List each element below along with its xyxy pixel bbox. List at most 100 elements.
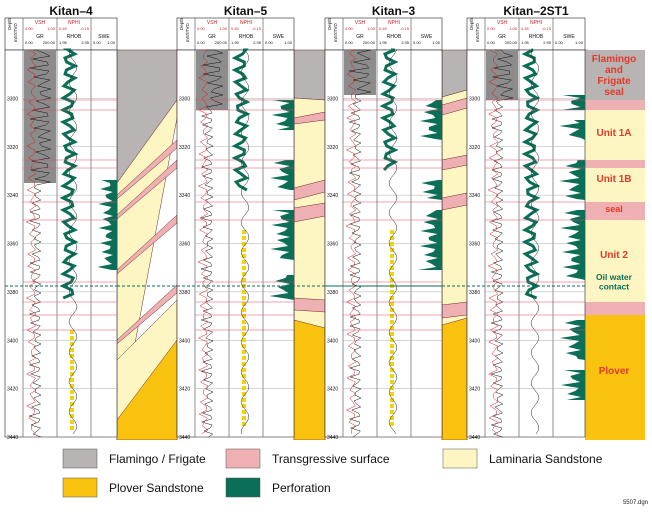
sand-fill-mark bbox=[390, 374, 394, 378]
depth-tick-label: 3320 bbox=[327, 145, 338, 151]
sand-fill-mark bbox=[242, 344, 246, 348]
depth-unit-header: mSSTVD bbox=[475, 22, 480, 42]
swe-label: SWE bbox=[421, 34, 433, 40]
swe-fill bbox=[421, 180, 442, 200]
sand-fill-mark bbox=[390, 308, 394, 312]
corridor3-flamingo bbox=[441, 49, 468, 98]
depth-tick-label: 3320 bbox=[469, 145, 480, 151]
swe-fill bbox=[560, 370, 585, 400]
sand-fill-mark bbox=[390, 392, 394, 396]
swe-fill bbox=[559, 160, 585, 200]
legend-swatch bbox=[62, 477, 98, 498]
sand-fill-mark bbox=[70, 330, 74, 334]
zone-band bbox=[585, 315, 645, 440]
sand-fill-mark bbox=[390, 242, 394, 246]
gr-shale-fill bbox=[196, 50, 228, 110]
nphi-curve bbox=[521, 48, 541, 300]
vsh-min: 0.00 bbox=[487, 26, 496, 31]
gr-max: 200.00 bbox=[215, 40, 228, 45]
zone-band bbox=[585, 110, 645, 160]
sand-fill-mark bbox=[242, 356, 246, 360]
swe-max: 1.00 bbox=[284, 40, 293, 45]
sand-fill-mark bbox=[390, 398, 394, 402]
nphi-max: -0.15 bbox=[80, 26, 90, 31]
vsh-curve bbox=[487, 49, 499, 435]
sand-fill-mark bbox=[390, 386, 394, 390]
depth-tick-label: 3440 bbox=[327, 435, 338, 441]
sand-fill-mark bbox=[70, 342, 74, 346]
depth-tick-label: 3440 bbox=[7, 435, 18, 441]
sand-fill-mark bbox=[390, 236, 394, 240]
nphi-max: -0.15 bbox=[400, 26, 410, 31]
rhob-max: 2.95 bbox=[401, 40, 410, 45]
zone-label-line: and bbox=[605, 65, 623, 76]
depth-tick-label: 3360 bbox=[469, 242, 480, 248]
zone-label: seal bbox=[605, 204, 623, 214]
swe-label: SWE bbox=[98, 34, 110, 40]
legend-background bbox=[0, 440, 652, 509]
sand-fill-mark bbox=[390, 320, 394, 324]
sand-fill-mark bbox=[242, 386, 246, 390]
swe-min: 0.00 bbox=[413, 40, 422, 45]
gr-label: GR bbox=[36, 34, 44, 40]
nphi-min: 0.45 bbox=[379, 26, 388, 31]
sand-fill-mark bbox=[242, 314, 246, 318]
zone-label: Plover bbox=[599, 366, 630, 377]
legend-swatch bbox=[225, 448, 261, 469]
depth-tick-label: 3360 bbox=[179, 242, 190, 248]
sand-fill-mark bbox=[390, 332, 394, 336]
swe-fill bbox=[271, 100, 294, 130]
vsh-max: 1.00 bbox=[509, 26, 518, 31]
depth-tick-label: 3300 bbox=[327, 96, 338, 102]
gr-label: GR bbox=[356, 34, 364, 40]
nphi-label: NPHI bbox=[388, 20, 400, 26]
sand-fill-mark bbox=[390, 302, 394, 306]
sand-fill-mark bbox=[390, 338, 394, 342]
depth-tick-label: 3360 bbox=[7, 242, 18, 248]
corridor2-flamingo bbox=[293, 49, 326, 101]
swe-max: 1.00 bbox=[107, 40, 116, 45]
gr-min: 0.00 bbox=[487, 40, 496, 45]
swe-max: 1.00 bbox=[432, 40, 441, 45]
sand-fill-mark bbox=[390, 344, 394, 348]
sand-fill-mark bbox=[242, 350, 246, 354]
depth-tick-label: 3400 bbox=[469, 338, 480, 344]
depth-unit-header: mSSTVD bbox=[13, 22, 18, 42]
rhob-label: RHOB bbox=[67, 34, 82, 40]
depth-tick-label: 3400 bbox=[179, 338, 190, 344]
sand-fill-mark bbox=[390, 356, 394, 360]
sand-fill-mark bbox=[390, 410, 394, 414]
sand-fill-mark bbox=[242, 290, 246, 294]
vsh-curve bbox=[25, 49, 37, 435]
nphi-min: 0.45 bbox=[59, 26, 68, 31]
sand-fill-mark bbox=[390, 296, 394, 300]
depth-tick-label: 3380 bbox=[7, 290, 18, 296]
sand-fill-mark bbox=[70, 372, 74, 376]
rhob-min: 1.95 bbox=[521, 40, 530, 45]
sand-fill-mark bbox=[242, 248, 246, 252]
sand-fill-mark bbox=[242, 302, 246, 306]
gr-min: 0.00 bbox=[345, 40, 354, 45]
zone-label-line: Unit 1A bbox=[597, 128, 632, 139]
gr-max: 200.00 bbox=[43, 40, 56, 45]
vsh-curve bbox=[197, 49, 209, 435]
swe-fill bbox=[270, 160, 294, 190]
sand-fill-mark bbox=[390, 380, 394, 384]
nphi-label: NPHI bbox=[68, 20, 80, 26]
sand-fill-mark bbox=[242, 326, 246, 330]
sand-fill-mark bbox=[242, 272, 246, 276]
zone-label-line: Oil water bbox=[596, 272, 633, 282]
zone-label-line: seal bbox=[604, 87, 624, 98]
sand-fill-mark bbox=[390, 248, 394, 252]
sand-fill-mark bbox=[242, 410, 246, 414]
sand-fill-mark bbox=[242, 338, 246, 342]
depth-header: Depth bbox=[469, 17, 474, 30]
gr-curve bbox=[28, 49, 52, 438]
corridor3-stripe bbox=[441, 301, 468, 319]
vsh-label: VSH bbox=[35, 20, 46, 26]
